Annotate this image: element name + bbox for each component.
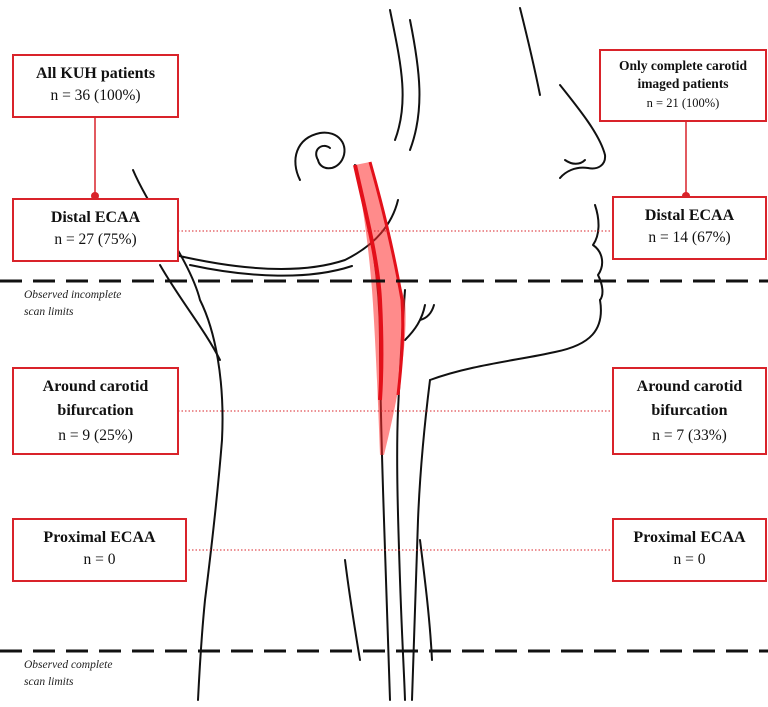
left-proximal-box: Proximal ECAA n = 0 — [12, 518, 187, 582]
all-patients-title: All KUH patients — [14, 64, 177, 84]
all-patients-count: n = 36 (100%) — [14, 84, 177, 108]
incomplete-scan-limit-note: Observed incomplete scan limits — [24, 287, 121, 321]
lower-vessel-left — [345, 560, 360, 660]
complete-scan-limit-note: Observed complete scan limits — [24, 657, 112, 691]
right-proximal-box: Proximal ECAA n = 0 — [612, 518, 767, 582]
right-bifurcation-count: n = 7 (33%) — [614, 423, 765, 449]
left-bifurcation-box: Around carotid bifurcation n = 9 (25%) — [12, 367, 179, 455]
right-distal-count: n = 14 (67%) — [614, 226, 765, 250]
posterior-neck-line — [160, 265, 220, 360]
all-patients-box: All KUH patients n = 36 (100%) — [12, 54, 179, 118]
right-bifurcation-title-1: Around carotid — [614, 375, 765, 399]
skull-line — [390, 10, 403, 140]
complete-patients-title-2: imaged patients — [601, 75, 765, 93]
left-proximal-count: n = 0 — [14, 548, 185, 572]
ear-outline — [295, 133, 344, 180]
left-distal-title: Distal ECAA — [14, 208, 177, 228]
nostril — [565, 160, 585, 164]
lower-vessel-right — [420, 540, 432, 660]
right-distal-title: Distal ECAA — [614, 206, 765, 226]
complete-patients-title-1: Only complete carotid — [601, 57, 765, 75]
right-proximal-count: n = 0 — [614, 548, 765, 572]
ext-branch — [405, 305, 425, 340]
skull-line-2 — [410, 20, 419, 150]
left-bifurcation-count: n = 9 (25%) — [14, 423, 177, 449]
jaw-inner — [190, 265, 352, 276]
right-bifurcation-title-2: bifurcation — [614, 399, 765, 423]
left-proximal-title: Proximal ECAA — [14, 528, 185, 548]
complete-note-line-1: Observed complete — [24, 659, 112, 671]
throat-front — [430, 300, 601, 380]
right-distal-box: Distal ECAA n = 14 (67%) — [612, 196, 767, 260]
left-bifurcation-title-1: Around carotid — [14, 375, 177, 399]
complete-note-line-2: scan limits — [24, 676, 74, 688]
left-distal-box: Distal ECAA n = 27 (75%) — [12, 198, 179, 262]
incomplete-note-line-1: Observed incomplete — [24, 289, 121, 301]
left-distal-count: n = 27 (75%) — [14, 228, 177, 252]
lips-profile — [593, 205, 602, 300]
complete-patients-count: n = 21 (100%) — [601, 93, 765, 113]
right-proximal-title: Proximal ECAA — [614, 528, 765, 548]
left-bifurcation-title-2: bifurcation — [14, 399, 177, 423]
incomplete-note-line-2: scan limits — [24, 306, 74, 318]
complete-patients-box: Only complete carotid imaged patients n … — [599, 49, 767, 122]
right-bifurcation-box: Around carotid bifurcation n = 7 (33%) — [612, 367, 767, 455]
forehead-profile — [520, 8, 540, 95]
ear-inner — [316, 146, 330, 160]
